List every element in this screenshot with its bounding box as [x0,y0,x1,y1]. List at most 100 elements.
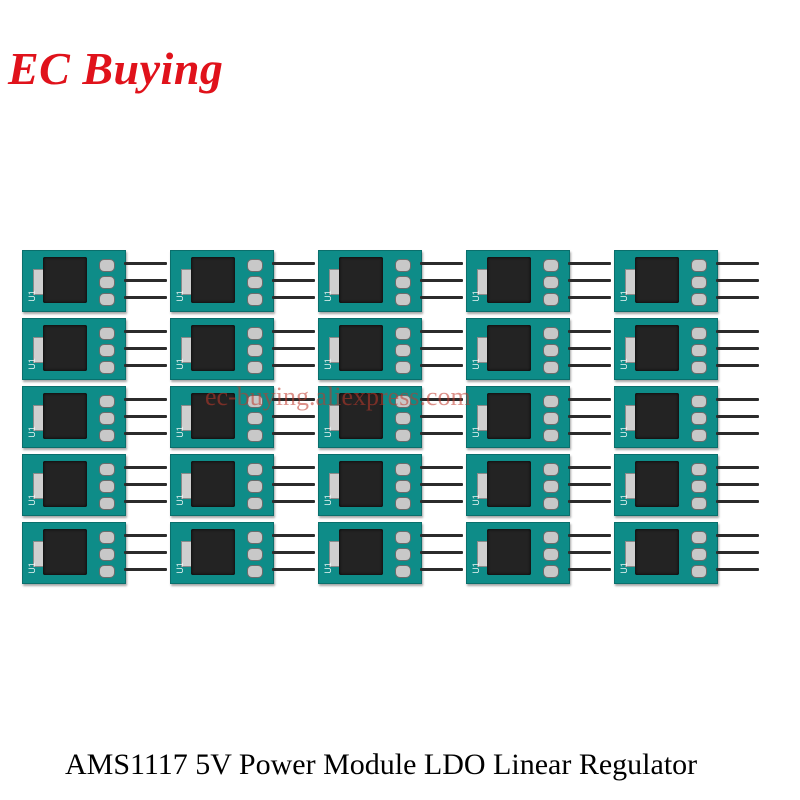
solder-pad [99,344,115,357]
solder-pad [395,480,411,493]
pcb-board: U1 [22,522,126,584]
header-pin [272,534,315,537]
silkscreen-label: U1 [322,494,333,506]
header-pin [124,534,167,537]
pcb-board: U1 [614,386,718,448]
solder-pad [99,327,115,340]
header-pin [124,415,167,418]
product-caption: AMS1117 5V Power Module LDO Linear Regul… [65,748,698,781]
ldo-chip [339,529,383,575]
header-pin [420,466,463,469]
solder-pad [395,548,411,561]
solder-pad [543,480,559,493]
solder-pad [543,327,559,340]
silkscreen-label: U1 [322,358,333,370]
header-pin [124,483,167,486]
solder-pad [247,463,263,476]
regulator-module: U1 [466,316,611,382]
header-pin [272,568,315,571]
silkscreen-label: U1 [26,290,37,302]
pcb-board: U1 [170,250,274,312]
ldo-chip [487,393,531,439]
header-pin [568,398,611,401]
solder-pad [99,293,115,306]
solder-pad [247,395,263,408]
solder-pad [691,565,707,578]
regulator-module: U1 [614,452,759,518]
header-pin [420,483,463,486]
silkscreen-label: U1 [618,562,629,574]
silkscreen-label: U1 [618,426,629,438]
pcb-board: U1 [466,522,570,584]
regulator-module: U1 [318,248,463,314]
regulator-module: U1 [170,452,315,518]
pcb-board: U1 [170,454,274,516]
header-pin [420,262,463,265]
header-pin [568,568,611,571]
regulator-module: U1 [170,384,315,450]
solder-pad [247,276,263,289]
ldo-chip [487,461,531,507]
header-pin [568,364,611,367]
regulator-module: U1 [318,384,463,450]
pcb-board: U1 [318,318,422,380]
solder-pad [395,412,411,425]
header-pin [124,347,167,350]
solder-pad [395,259,411,272]
regulator-module: U1 [318,520,463,586]
header-pin [420,551,463,554]
header-pin [716,483,759,486]
ldo-chip [43,461,87,507]
ldo-chip [339,325,383,371]
header-pin [420,534,463,537]
header-pin [568,296,611,299]
header-pin [716,262,759,265]
header-pin [716,568,759,571]
header-pin [272,279,315,282]
solder-pad [99,463,115,476]
silkscreen-label: U1 [26,562,37,574]
solder-pad [691,293,707,306]
silkscreen-label: U1 [470,290,481,302]
pcb-board: U1 [318,386,422,448]
ldo-chip [191,393,235,439]
header-pin [716,466,759,469]
silkscreen-label: U1 [618,290,629,302]
ldo-chip [635,461,679,507]
header-pin [568,534,611,537]
silkscreen-label: U1 [618,494,629,506]
solder-pad [395,429,411,442]
header-pin [272,330,315,333]
ldo-chip [191,325,235,371]
header-pin [124,398,167,401]
solder-pad [691,259,707,272]
regulator-module: U1 [614,520,759,586]
solder-pad [691,480,707,493]
header-pin [420,500,463,503]
solder-pad [395,293,411,306]
header-pin [716,534,759,537]
header-pin [124,364,167,367]
silkscreen-label: U1 [322,426,333,438]
solder-pad [543,276,559,289]
silkscreen-label: U1 [174,358,185,370]
solder-pad [247,259,263,272]
silkscreen-label: U1 [174,290,185,302]
header-pin [716,296,759,299]
solder-pad [247,531,263,544]
solder-pad [247,429,263,442]
solder-pad [691,395,707,408]
silkscreen-label: U1 [322,562,333,574]
brand-logo: EC Buying [8,43,224,94]
header-pin [568,330,611,333]
pcb-board: U1 [22,318,126,380]
silkscreen-label: U1 [470,426,481,438]
solder-pad [543,259,559,272]
solder-pad [247,497,263,510]
header-pin [272,432,315,435]
silkscreen-label: U1 [26,358,37,370]
solder-pad [395,344,411,357]
pcb-board: U1 [466,250,570,312]
header-pin [568,279,611,282]
